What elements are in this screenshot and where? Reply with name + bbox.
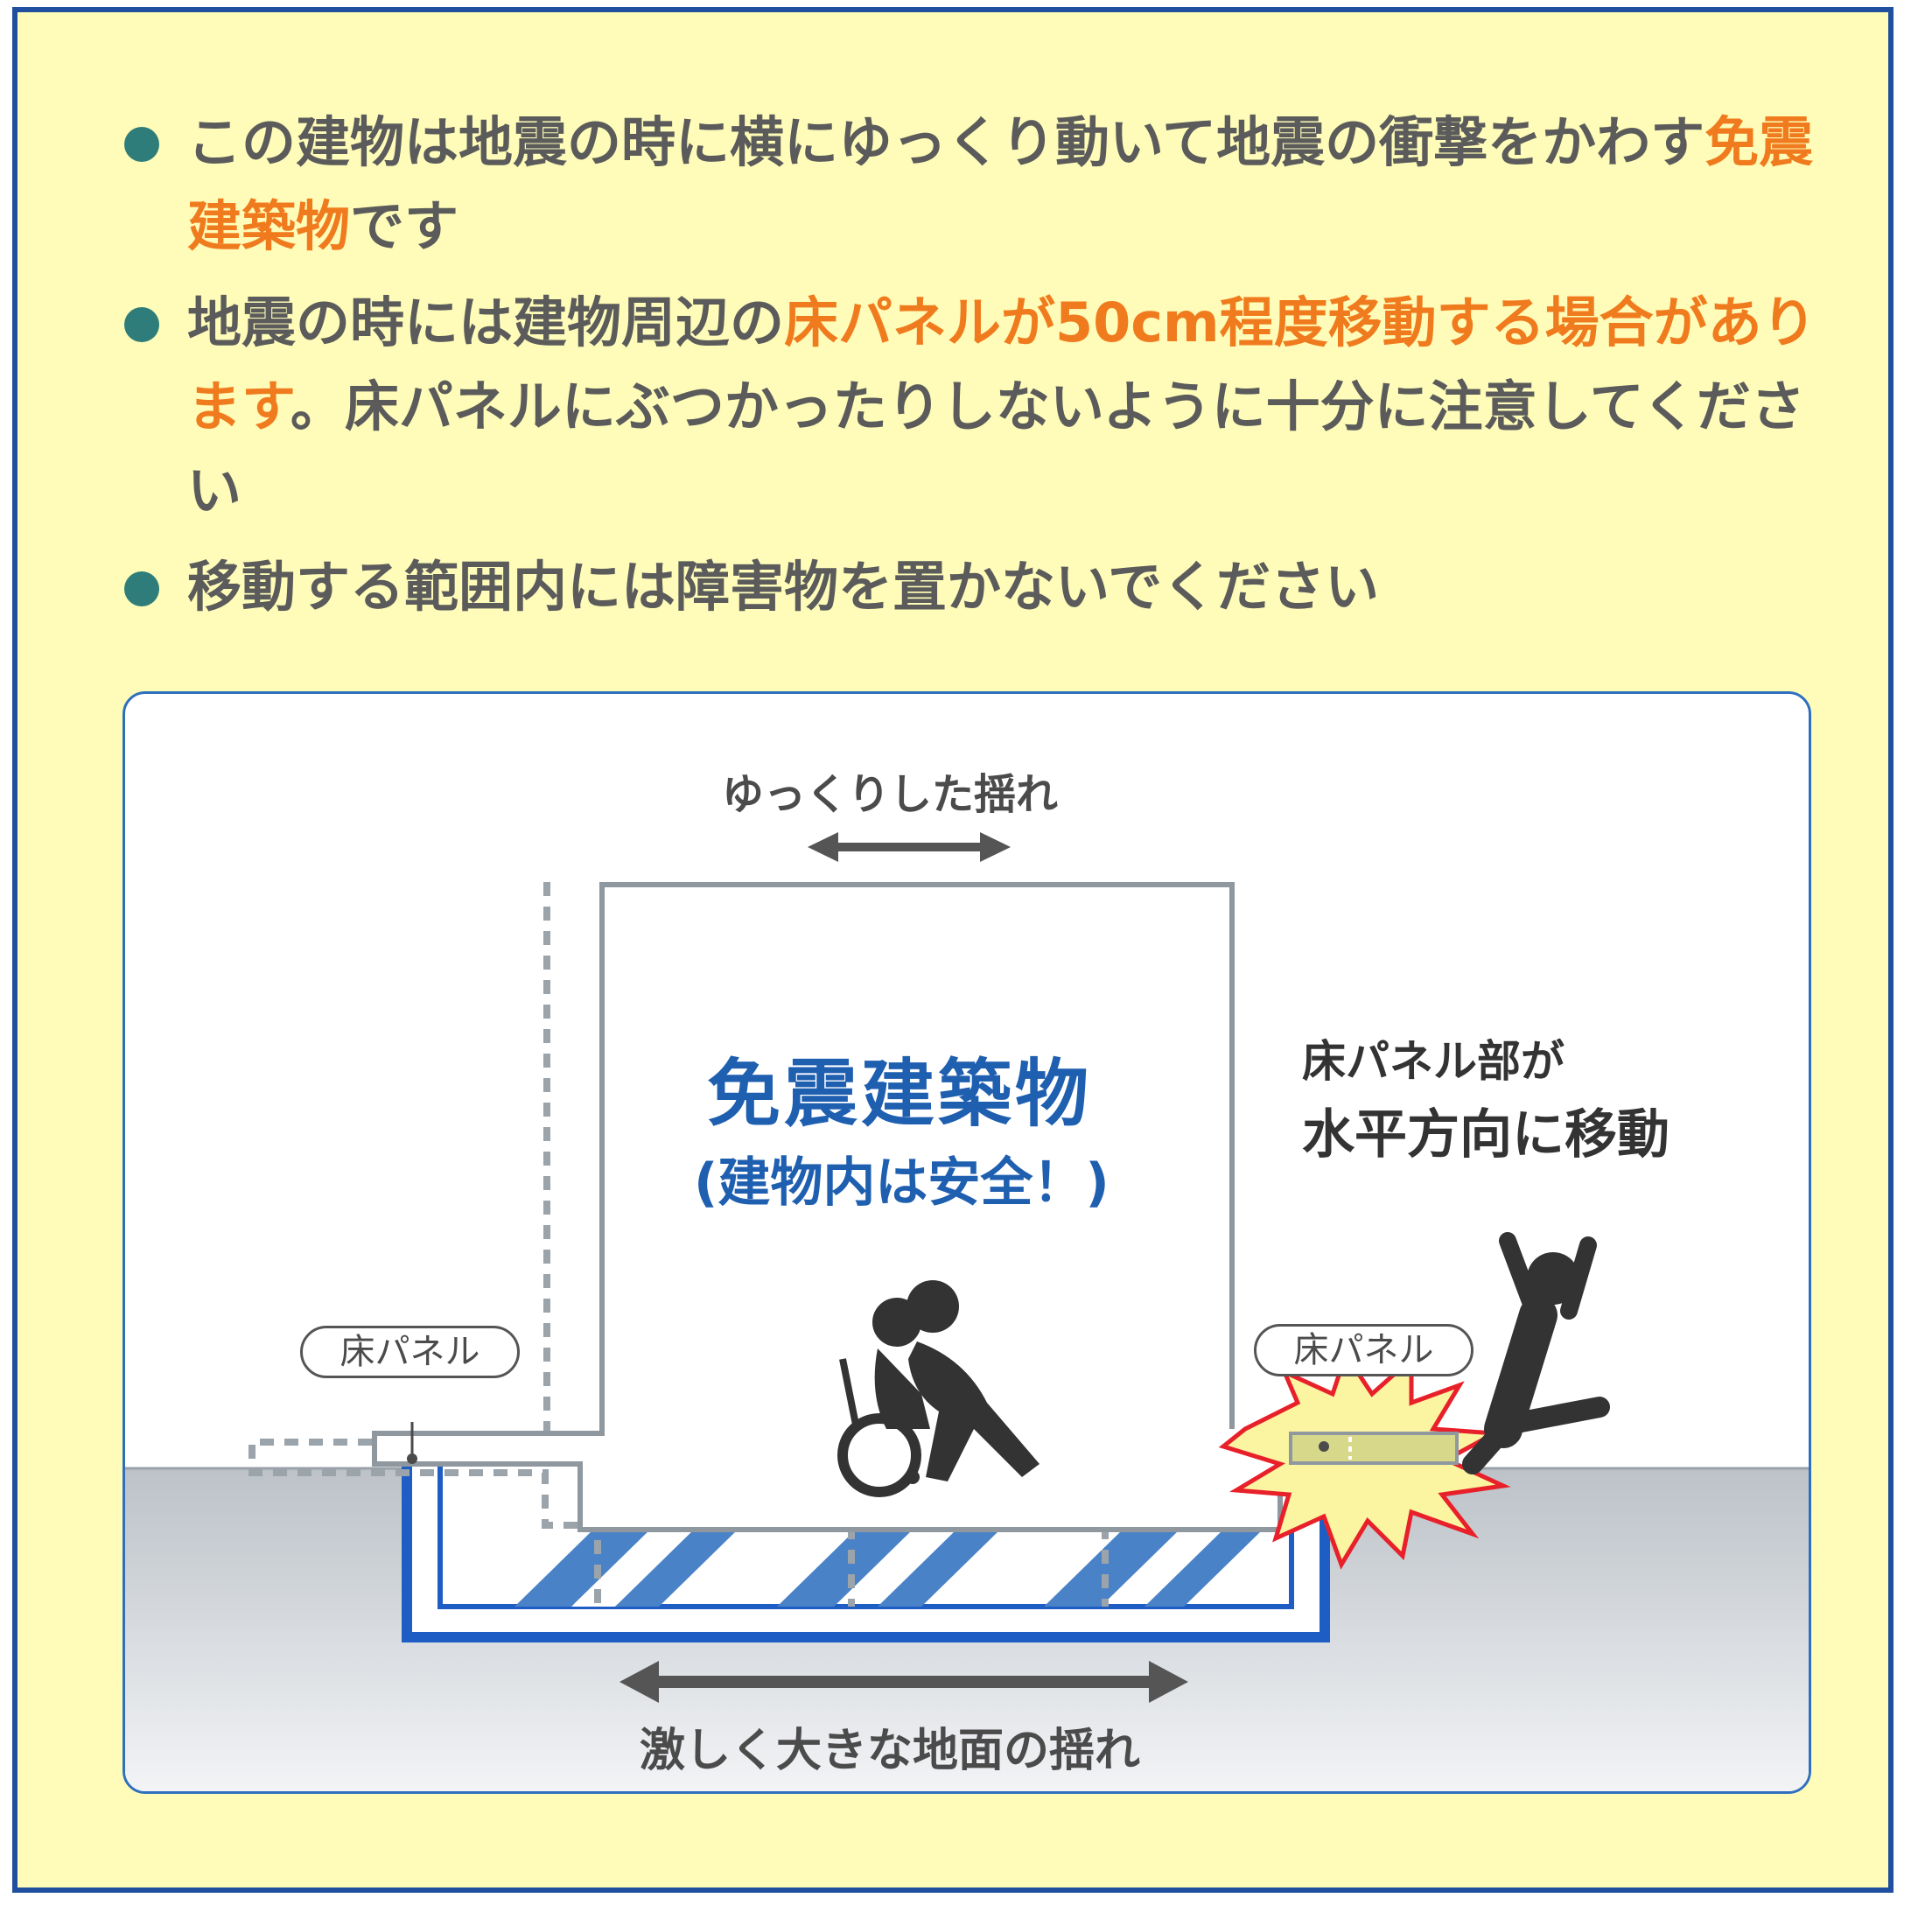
bullet-text-tail: 。床パネルにぶつかったりしないように十分に注意してください: [187, 375, 1805, 522]
bullet-dot-icon: [124, 127, 159, 162]
floor-panel-right-label: 床パネル: [1293, 1330, 1434, 1370]
bullet-text-tail: です: [350, 194, 459, 258]
building-subtitle: (建物内は安全！): [694, 1152, 1110, 1214]
panel-move-line2: 水平方向に移動: [1302, 1104, 1670, 1166]
seismic-isolators: [514, 1530, 1263, 1607]
moved-floor-panel: [1289, 1432, 1459, 1465]
bullet-text: 地震の時には建物周辺の: [187, 291, 785, 354]
ground-shake-arrow: [620, 1661, 1188, 1703]
bullet-item: 地震の時には建物周辺の床パネルが50cm程度移動する場合があります。床パネルにぶ…: [114, 281, 1829, 533]
slow-sway-label: ゆっくりした揺れ: [722, 770, 1059, 819]
ground-shake-label: 激しく大きな地面の揺れ: [640, 1725, 1141, 1777]
floor-panel-left-tag: 床パネル: [300, 1326, 520, 1378]
falling-person-icon: [1462, 1232, 1610, 1474]
wheelchair-caregiver-icon: [837, 1280, 1040, 1497]
bullet-item: この建物は地震の時に横にゆっくり動いて地震の衝撃をかわす免震建築物です: [114, 101, 1829, 269]
floor-panel-left-label: 床パネル: [340, 1332, 480, 1372]
left-panel-dot-icon: [407, 1453, 417, 1464]
bullet-highlight: 床パネルが50cm程度移動する場合があります: [187, 291, 1816, 438]
bullet-highlight: 免震建築物: [187, 110, 1814, 258]
bullet-item: 移動する範囲内には障害物を置かないでください: [114, 545, 1829, 629]
building-title: 免震建築物: [707, 1051, 1093, 1137]
seismic-isolation-diagram: ゆっくりした揺れ 免震建築物 (建物内は安全！) 床パネル 床パネル 床パネル部…: [122, 691, 1811, 1794]
notice-text: この建物は地震の時に横にゆっくり動いて地震の衝撃をかわす免震建築物です 地震の時…: [114, 101, 1829, 641]
slow-sway-arrow: [808, 832, 1011, 862]
diagram-drawing: [125, 832, 1809, 1791]
bullet-dot-icon: [124, 571, 159, 606]
bullet-dot-icon: [124, 307, 159, 342]
building-outline: [372, 882, 1283, 1532]
bullet-text: 移動する範囲内には障害物を置かないでください: [187, 555, 1380, 619]
bullet-text: この建物は地震の時に横にゆっくり動いて地震の衝撃をかわす: [187, 110, 1705, 174]
panel-move-line1: 床パネル部が: [1302, 1036, 1564, 1087]
floor-panel-right-tag: 床パネル: [1254, 1324, 1474, 1376]
right-panel-dot-icon: [1319, 1441, 1329, 1452]
